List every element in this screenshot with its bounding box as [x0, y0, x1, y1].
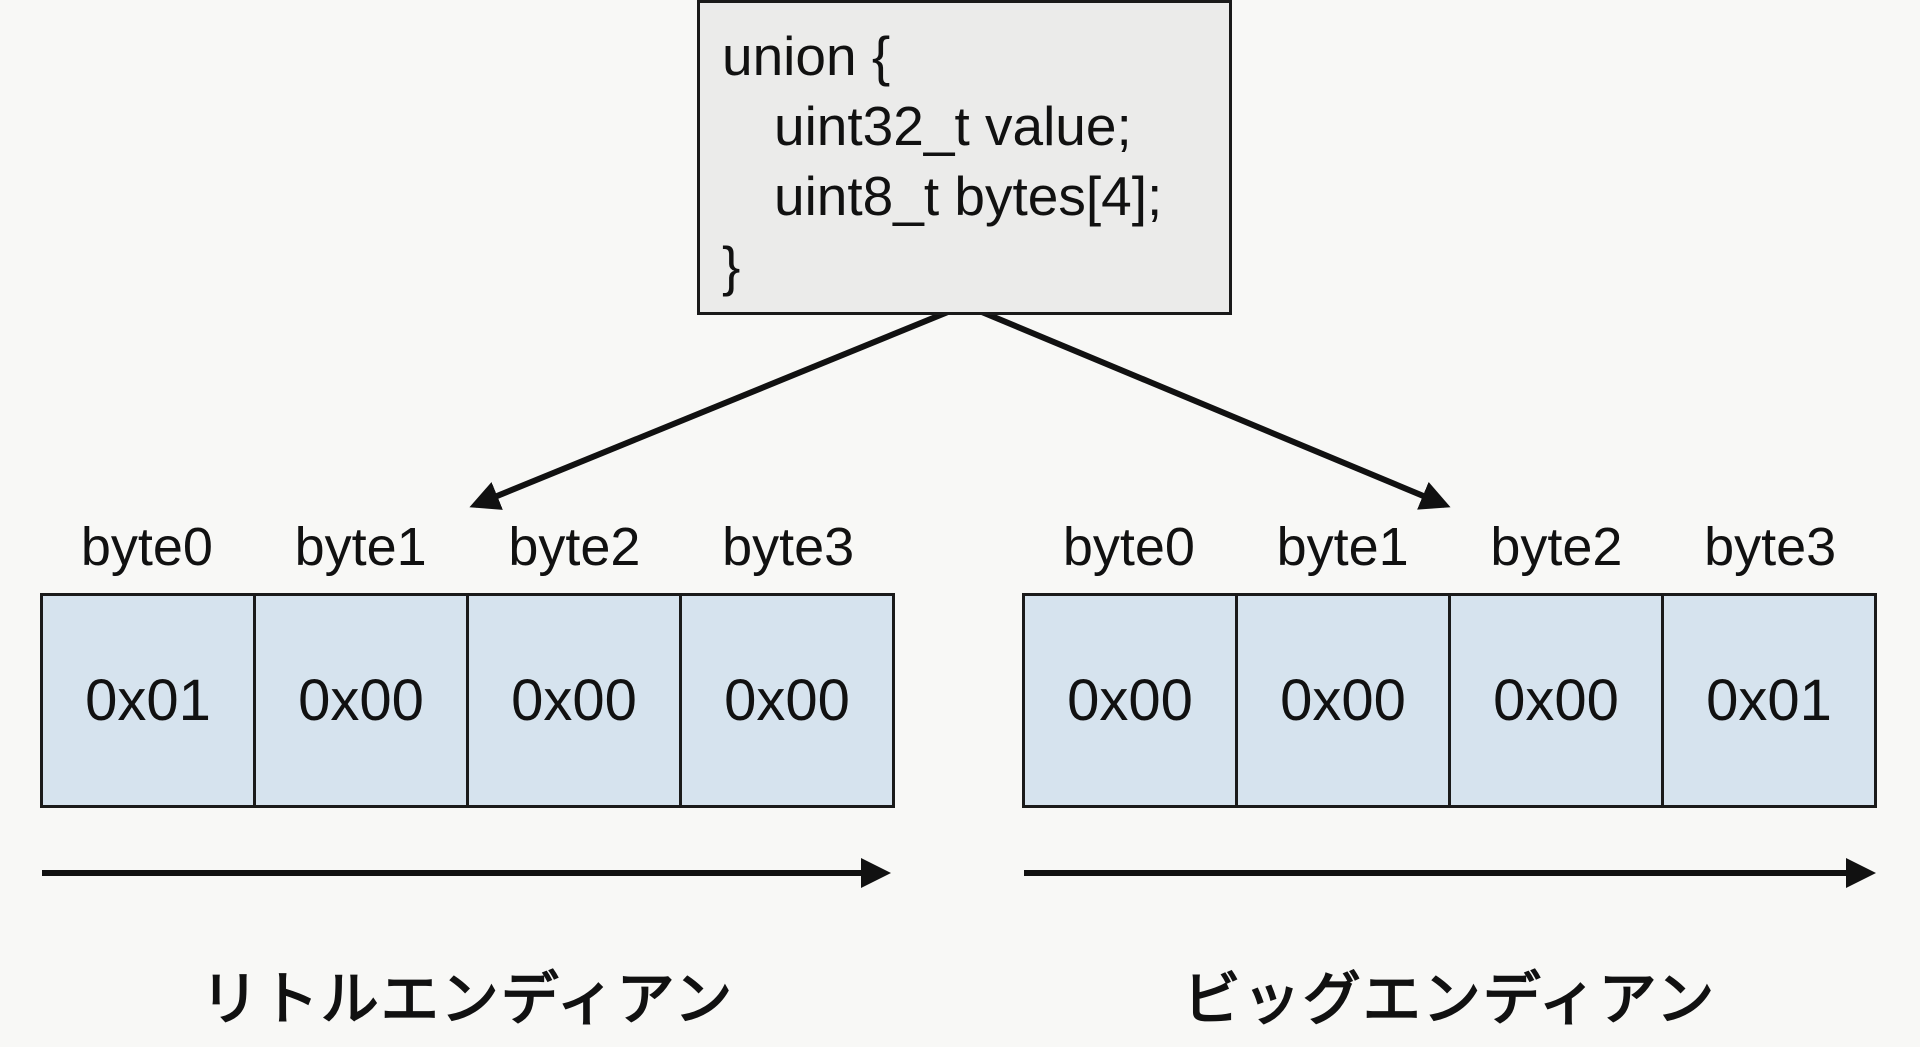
byte-cell: 0x00 [679, 596, 892, 805]
byte-cell: 0x00 [253, 596, 466, 805]
byte-label: byte3 [1704, 517, 1837, 577]
byte-cell: 0x00 [1235, 596, 1448, 805]
byte-cell: 0x01 [1661, 596, 1874, 805]
code-line: union { [722, 25, 891, 87]
byte-cells: 0x01 0x00 0x00 0x00 [40, 593, 895, 808]
byte-labels: byte0 byte1 byte2 byte3 [1022, 510, 1877, 585]
arrow-to-little-endian [469, 302, 967, 510]
byte-cell: 0x00 [466, 596, 679, 805]
byte-label: byte1 [294, 517, 427, 577]
byte-label: byte0 [80, 517, 213, 577]
byte-label: byte3 [722, 517, 855, 577]
byte-label: byte2 [508, 517, 641, 577]
code-line: uint32_t value; [774, 95, 1132, 157]
byte-cell: 0x00 [1448, 596, 1661, 805]
big-endian-caption: ビッグエンディアン [1182, 965, 1717, 1033]
code-line: uint8_t bytes[4]; [774, 165, 1163, 227]
byte-labels: byte0 byte1 byte2 byte3 [40, 510, 895, 585]
byte-cell: 0x00 [1067, 668, 1193, 733]
little-endian-caption: リトルエンディアン [200, 965, 735, 1033]
byte-cell: 0x01 [85, 668, 211, 733]
little-endian-panel: byte0 byte1 byte2 byte3 0x01 0x00 0x00 0… [40, 510, 895, 808]
byte-label: byte1 [1276, 517, 1409, 577]
byte-label: byte2 [1490, 517, 1623, 577]
arrow-to-big-endian [963, 302, 1451, 510]
big-endian-panel: byte0 byte1 byte2 byte3 0x00 0x00 0x00 0… [1022, 510, 1877, 808]
union-code-box: union { uint32_t value; uint8_t bytes[4]… [697, 0, 1232, 315]
byte-label: byte0 [1062, 517, 1195, 577]
byte-cells: 0x00 0x00 0x00 0x01 [1022, 593, 1877, 808]
code-line: } [722, 235, 741, 297]
